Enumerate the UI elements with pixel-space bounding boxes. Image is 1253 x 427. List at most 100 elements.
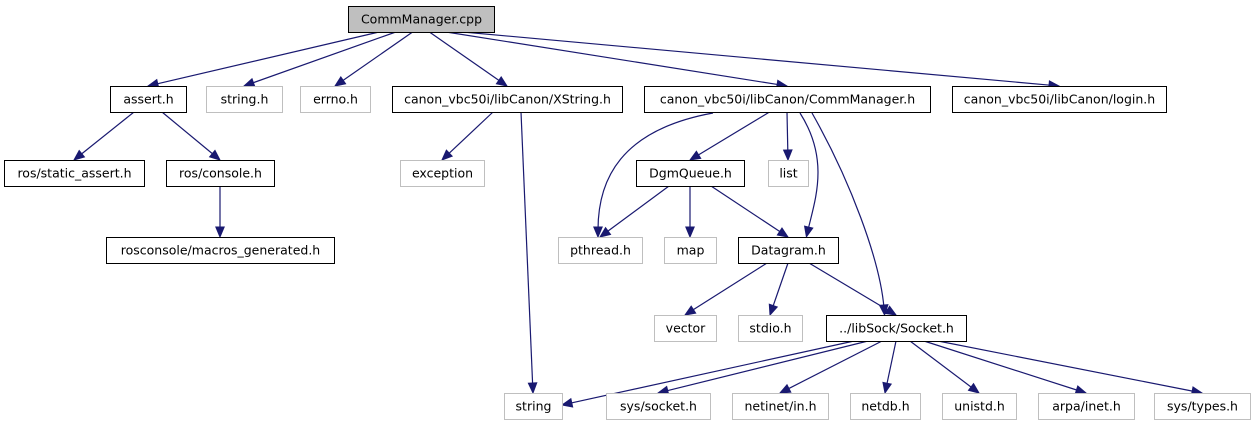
node-box [392, 86, 623, 113]
node-label: pthread.h [570, 243, 631, 258]
node-box [664, 237, 717, 264]
node-static-assert-h[interactable]: ros/static_assert.h [4, 160, 145, 187]
edge-socket_h-to-arpa_inet_h [923, 340, 1088, 395]
node-box [636, 160, 745, 187]
node-box [768, 160, 809, 187]
node-box [738, 237, 839, 264]
node-login-h[interactable]: canon_vbc50i/libCanon/login.h [952, 86, 1167, 113]
node-netdb-h: netdb.h [850, 393, 921, 420]
node-sys-types-h: sys/types.h [1154, 393, 1251, 420]
nodes-layer: CommManager.cpp assert.h string.h errno.h ca… [4, 6, 1251, 420]
node-string: string [504, 393, 563, 420]
node-label: list [779, 166, 797, 181]
node-box [942, 393, 1017, 420]
edge-commmanager_cpp-to-login_h [462, 31, 1061, 90]
edge-socket_h-to-netdb_h [882, 340, 897, 395]
node-sys-socket-h: sys/socket.h [606, 393, 711, 420]
node-label: string.h [221, 92, 269, 107]
node-box [738, 315, 803, 342]
node-stdio-h: stdio.h [738, 315, 803, 342]
node-box [300, 86, 371, 113]
node-commmanager-h[interactable]: canon_vbc50i/libCanon/CommManager.h [644, 86, 931, 113]
edge-commmanager_h-to-datagram_h [799, 112, 819, 239]
node-box [110, 86, 187, 113]
edge-assert_h-to-static_assert_h [72, 111, 135, 161]
node-label: DgmQueue.h [649, 166, 732, 181]
node-label: ros/console.h [179, 166, 262, 181]
node-list: list [768, 160, 809, 187]
node-dgmqueue-h[interactable]: DgmQueue.h [636, 160, 745, 187]
node-label: string [516, 399, 552, 414]
edge-datagram_h-to-vector [683, 262, 768, 316]
edge-socket_h-to-string [560, 340, 855, 408]
node-string-h: string.h [206, 86, 283, 113]
node-label: ros/static_assert.h [17, 166, 131, 181]
node-label: rosconsole/macros_generated.h [121, 243, 320, 258]
node-commmanager-cpp[interactable]: CommManager.cpp [348, 6, 495, 33]
node-box [654, 315, 717, 342]
node-box [206, 86, 283, 113]
edge-datagram_h-to-stdio_h [768, 262, 789, 317]
edges-layer [72, 31, 1204, 408]
node-label: arpa/inet.h [1052, 399, 1121, 414]
edge-commmanager_h-to-dgmqueue_h [688, 111, 770, 161]
edge-commmanager_h-to-list [782, 111, 793, 162]
edge-socket_h-to-sys_types_h [937, 340, 1204, 396]
edge-dgmqueue_h-to-datagram_h [710, 185, 790, 238]
node-map: map [664, 237, 717, 264]
node-label: sys/types.h [1167, 399, 1238, 414]
node-label: unistd.h [954, 399, 1005, 414]
node-box [850, 393, 921, 420]
node-assert-h[interactable]: assert.h [110, 86, 187, 113]
edge-commmanager_cpp-to-xstring_h [429, 31, 509, 87]
node-netinet-in-h: netinet/in.h [732, 393, 829, 420]
edge-datagram_h-to-socket_h [808, 262, 898, 316]
node-box [826, 315, 967, 342]
node-socket-h[interactable]: ../libSock/Socket.h [826, 315, 967, 342]
edge-xstring_h-to-string [520, 111, 538, 395]
node-label: ../libSock/Socket.h [839, 321, 954, 336]
node-box [1154, 393, 1251, 420]
node-label: netdb.h [861, 399, 909, 414]
node-datagram-h[interactable]: Datagram.h [738, 237, 839, 264]
node-arpa-inet-h: arpa/inet.h [1038, 393, 1135, 420]
node-label: exception [412, 166, 473, 181]
node-box [644, 86, 931, 113]
node-label: netinet/in.h [744, 399, 816, 414]
node-box [732, 393, 829, 420]
node-label: CommManager.cpp [361, 12, 482, 27]
node-label: assert.h [123, 92, 173, 107]
node-label: sys/socket.h [620, 399, 697, 414]
node-label: stdio.h [749, 321, 791, 336]
node-label: Datagram.h [751, 243, 826, 258]
edge-dgmqueue_h-to-pthread_h [598, 185, 670, 238]
node-box [166, 160, 275, 187]
node-box [106, 237, 335, 264]
node-console-h[interactable]: ros/console.h [166, 160, 275, 187]
node-label: vector [666, 321, 707, 336]
node-label: canon_vbc50i/libCanon/CommManager.h [660, 92, 915, 107]
edge-dgmqueue_h-to-map [685, 186, 695, 239]
edge-socket_h-to-sys_socket_h [656, 340, 869, 396]
edge-commmanager_cpp-to-errno_h [333, 31, 413, 87]
node-box [348, 6, 495, 33]
node-label: canon_vbc50i/libCanon/login.h [964, 92, 1155, 107]
node-box [558, 237, 643, 264]
edge-xstring_h-to-exception [441, 111, 494, 161]
edge-assert_h-to-console_h [161, 111, 221, 161]
node-unistd-h: unistd.h [942, 393, 1017, 420]
node-vector: vector [654, 315, 717, 342]
node-xstring-h[interactable]: canon_vbc50i/libCanon/XString.h [392, 86, 623, 113]
node-errno-h: errno.h [300, 86, 371, 113]
edge-commmanager_h-to-socket_h [811, 112, 889, 317]
node-label: canon_vbc50i/libCanon/XString.h [404, 92, 611, 107]
node-macros-generated-h[interactable]: rosconsole/macros_generated.h [106, 237, 335, 264]
node-box [400, 160, 485, 187]
node-pthread-h: pthread.h [558, 237, 643, 264]
node-label: map [677, 243, 705, 258]
edge-socket_h-to-unistd_h [909, 340, 981, 394]
node-box [4, 160, 145, 187]
edge-commmanager_h-to-pthread_h [593, 112, 714, 239]
edge-socket_h-to-netinet_in_h [778, 340, 883, 394]
